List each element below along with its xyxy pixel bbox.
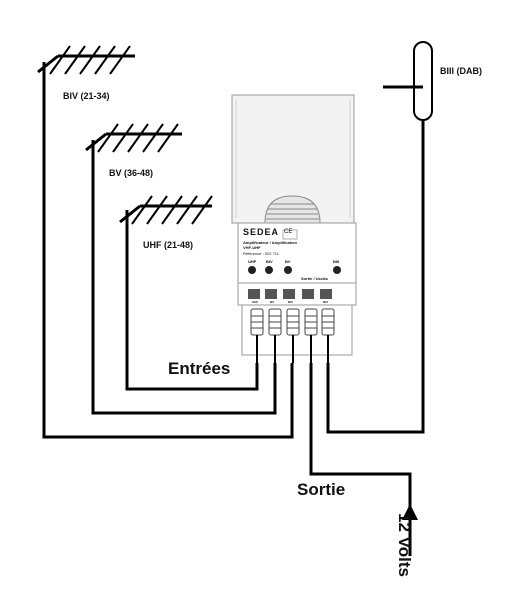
antenna-biv: [37, 45, 135, 75]
label-biii: BIII (DAB): [440, 66, 482, 76]
cable-biii: [326, 87, 425, 434]
label-power: 12 Volts: [395, 513, 414, 577]
port-label-uhf: UHF: [252, 300, 259, 304]
label-output: Sortie: [297, 480, 346, 499]
port-connectors: [248, 289, 332, 299]
dial-biii[interactable]: [333, 266, 341, 274]
dial-biv[interactable]: [265, 266, 273, 274]
label-biv: BIV (21-34): [63, 91, 110, 101]
amp-brand-logo: SEDEA: [243, 227, 280, 237]
antenna-uhf: [119, 195, 213, 225]
amp-title: Amplificateur / Amplificatore: [243, 240, 298, 245]
port-label-biii: BIII: [323, 300, 328, 304]
dial-bv[interactable]: [284, 266, 292, 274]
output-label: Sortie / Uscita: [301, 276, 328, 281]
dial-label-biv: BIV: [266, 259, 273, 264]
amplifier-unit: [231, 94, 357, 363]
dial-label-bv: BV: [285, 259, 291, 264]
dial-label-uhf: UHF: [248, 259, 257, 264]
dial-label-biii: BIII: [333, 259, 340, 264]
label-inputs: Entrées: [168, 359, 231, 378]
grille-icon: [264, 195, 321, 224]
antenna-bv: [85, 123, 182, 153]
power-arrow-icon: [402, 504, 418, 520]
port-label-biv: BIV: [288, 300, 294, 304]
cable-biv: [42, 62, 294, 439]
plug-leads: [256, 335, 329, 363]
amp-model: VHF-UHF: [243, 245, 261, 250]
label-bv: BV (36-48): [109, 168, 154, 178]
port-label-bv: BV: [270, 300, 275, 304]
coax-plugs: [250, 308, 335, 336]
cable-uhf: [125, 210, 259, 391]
gain-dials: [248, 266, 341, 274]
cables: [42, 62, 425, 556]
dial-uhf[interactable]: [248, 266, 256, 274]
antenna-biii: [383, 41, 433, 121]
label-uhf: UHF (21-48): [143, 240, 194, 250]
amp-reference: Référence : 922 711: [243, 251, 279, 256]
amp-ce-mark: CE: [284, 229, 293, 235]
cable-bv: [91, 140, 277, 415]
